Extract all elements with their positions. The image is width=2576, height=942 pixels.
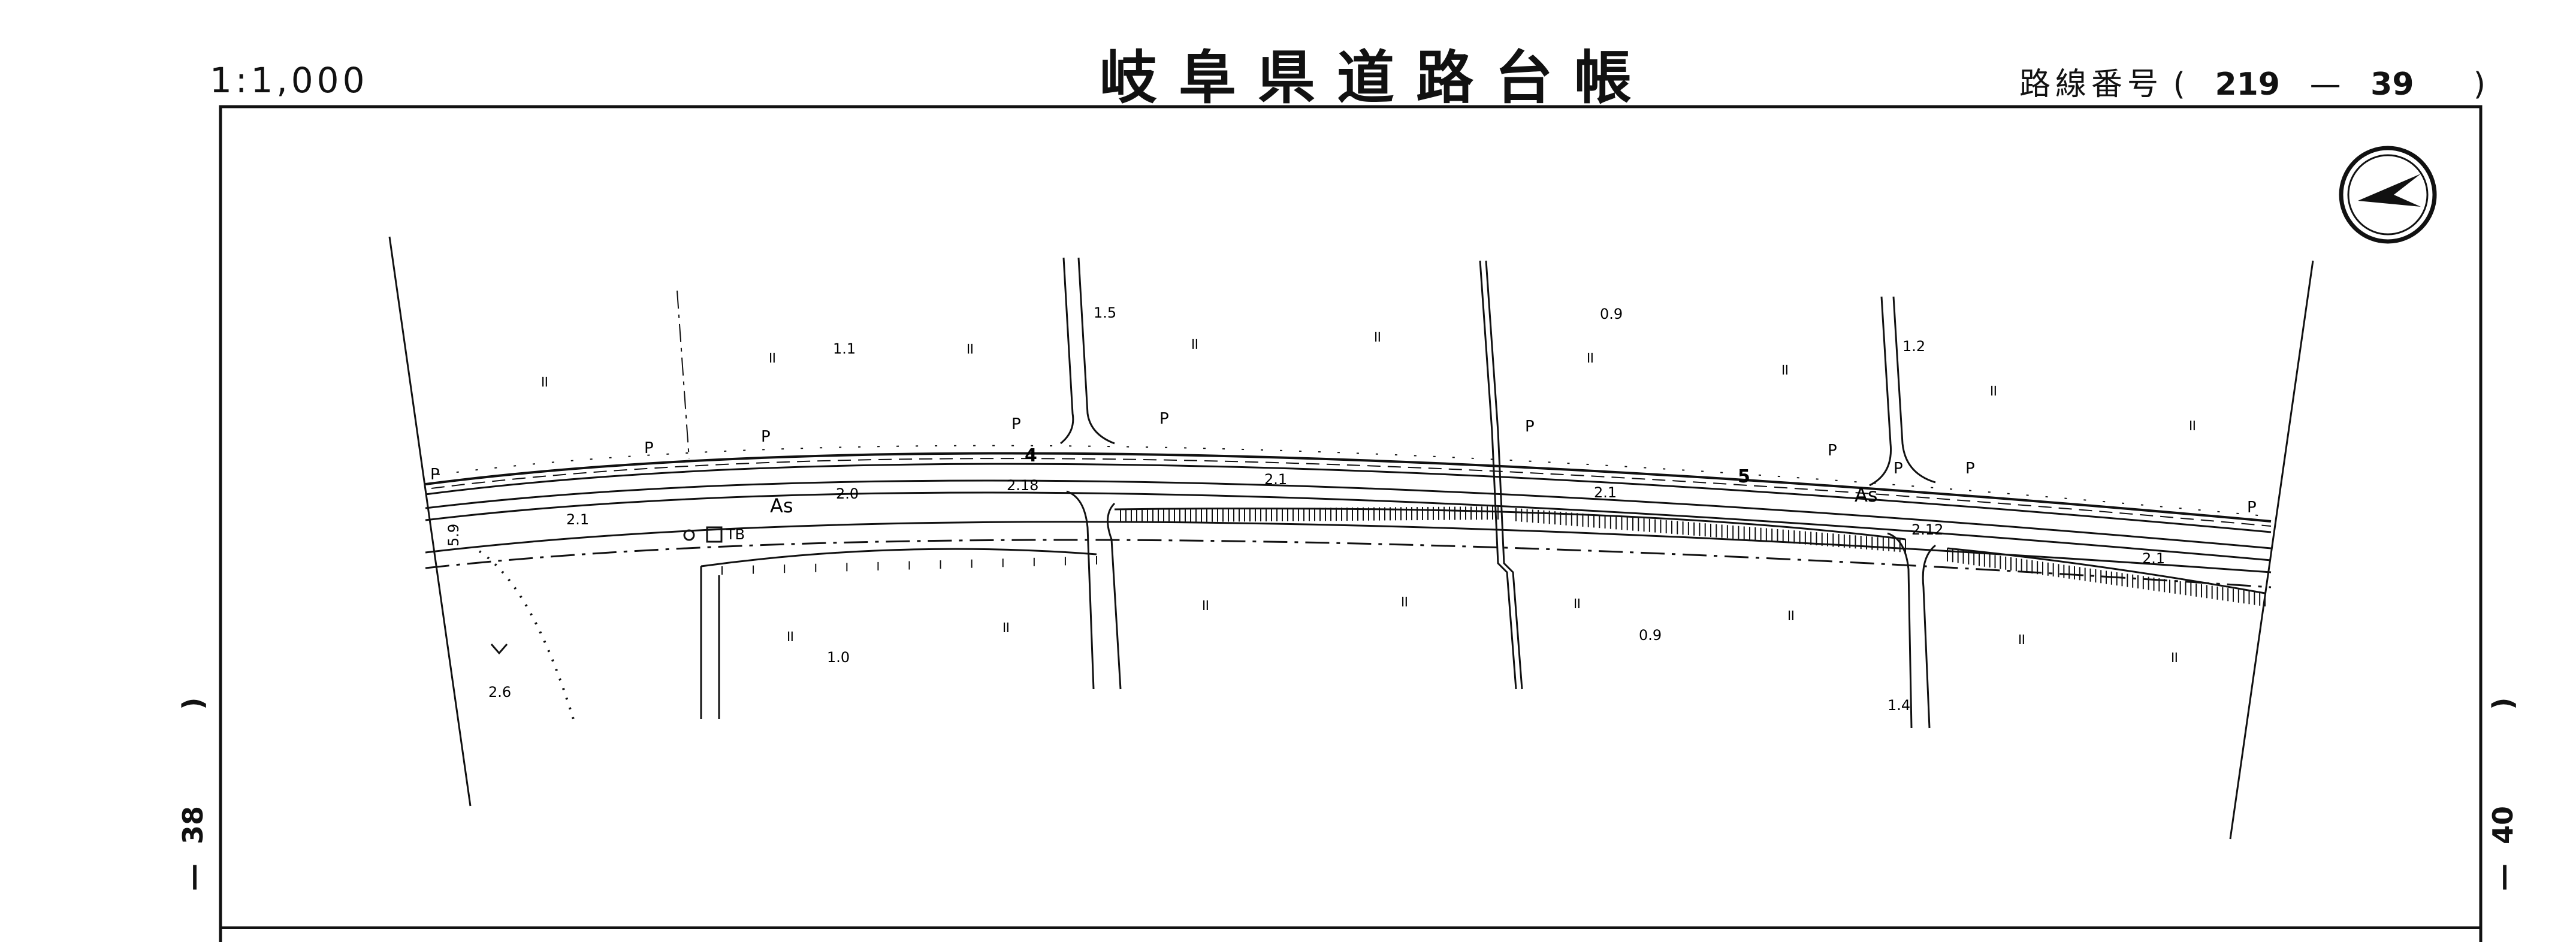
- map-scale: 1:1,000: [210, 60, 369, 101]
- paddy-field-symbol: ॥: [1200, 596, 1210, 614]
- paddy-field-symbol: ॥: [1001, 618, 1010, 636]
- station-mark-5: 5: [1738, 466, 1750, 487]
- route-number-main: 219: [2215, 67, 2280, 102]
- road-width-value: 2.0: [836, 485, 859, 502]
- elevation-value: 2.6: [488, 684, 511, 701]
- paddy-field-symbol: ॥: [965, 340, 974, 358]
- utility-pole-mark: P: [2247, 499, 2257, 517]
- road-width-value: 2.1: [1594, 484, 1617, 501]
- paddy-field-symbol: ॥: [1585, 349, 1594, 367]
- paddy-field-symbols: ॥ ॥ ॥ ॥ ॥ ॥ ॥ ॥ ॥ ॥ ॥ ॥ ॥ ॥ ॥ ॥ ॥: [539, 328, 2197, 666]
- utility-pole-mark: P: [1525, 418, 1535, 436]
- elevation-value: 1.5: [1094, 304, 1116, 321]
- route-close-paren: ): [2473, 67, 2486, 102]
- route-number-sub: 39: [2370, 67, 2414, 102]
- elevation-value: 1.1: [833, 340, 856, 357]
- paddy-field-symbol: ॥: [2169, 648, 2179, 666]
- route-number-label: 路線番号: [2019, 67, 2164, 102]
- utility-pole-mark: P: [644, 439, 654, 457]
- route-number-dash: —: [2309, 67, 2341, 102]
- road-width-value: 2.1: [2142, 550, 2165, 567]
- sheet-boundary-right: [2229, 260, 2314, 840]
- paddy-field-symbol: ॥: [539, 373, 549, 391]
- elevation-value: 1.4: [1888, 697, 1910, 714]
- utility-pole-mark: P: [761, 428, 771, 446]
- utility-pole-mark: P: [1159, 410, 1169, 428]
- main-road: [425, 445, 2272, 588]
- paddy-field-symbol: ॥: [1786, 606, 1795, 624]
- page-title: 岐阜県道路台帳: [1100, 44, 1653, 111]
- road-width-value: 2.18: [1007, 477, 1038, 494]
- map-frame: [219, 105, 2483, 942]
- utility-pole-mark: P: [1894, 460, 1903, 478]
- paddy-field-symbol: ॥: [767, 349, 777, 367]
- road-width-label: 5.9: [445, 524, 462, 547]
- sheet-boundary-left: [388, 236, 472, 807]
- facility-tb: TB: [683, 526, 745, 543]
- paddy-field-symbol: ॥: [2187, 416, 2197, 434]
- paddy-field-symbol: ॥: [1780, 361, 1789, 379]
- station-mark-4: 4: [1025, 445, 1037, 466]
- north-arrow-icon: [2339, 146, 2437, 244]
- utility-pole-mark: P: [1011, 415, 1021, 433]
- road-width-value: 2.1: [1264, 471, 1287, 488]
- road-width-value: 2.12: [1911, 521, 1943, 538]
- facility-label: TB: [726, 526, 745, 543]
- utility-pole-mark: P: [430, 466, 440, 484]
- utility-poles: P P P P P P P P P P: [430, 410, 2257, 517]
- paddy-field-symbol: ॥: [1399, 593, 1409, 611]
- paddy-field-symbol: ॥: [1572, 594, 1581, 612]
- elevation-value: 0.9: [1600, 306, 1623, 322]
- route-number: 路線番号 ( 219 — 39 ): [2019, 59, 2486, 104]
- road-width-value: 2.1: [566, 511, 589, 528]
- slope-hatching: [1114, 508, 2266, 594]
- elevation-value: 1.0: [827, 649, 850, 666]
- parcel-boundaries: [478, 290, 690, 726]
- pavement-label-east: As: [1855, 484, 1878, 506]
- paddy-field-symbol: ॥: [785, 627, 795, 645]
- paddy-field-symbol: ॥: [1372, 328, 1382, 346]
- side-roads: [700, 257, 1936, 729]
- paddy-field-symbol: ॥: [1189, 335, 1199, 353]
- elevation-value: 0.9: [1639, 627, 1662, 644]
- route-open-paren: (: [2173, 67, 2185, 102]
- paddy-field-symbol: ॥: [1988, 382, 1998, 400]
- field-mark: [490, 644, 508, 655]
- utility-pole-mark: P: [1828, 442, 1837, 460]
- utility-pole-mark: P: [1965, 460, 1975, 478]
- slope-hatch-ticks: [721, 506, 2266, 606]
- pavement-label-west: As: [770, 494, 793, 517]
- elevation-value: 1.2: [1902, 338, 1925, 355]
- paddy-field-symbol: ॥: [2016, 630, 2026, 648]
